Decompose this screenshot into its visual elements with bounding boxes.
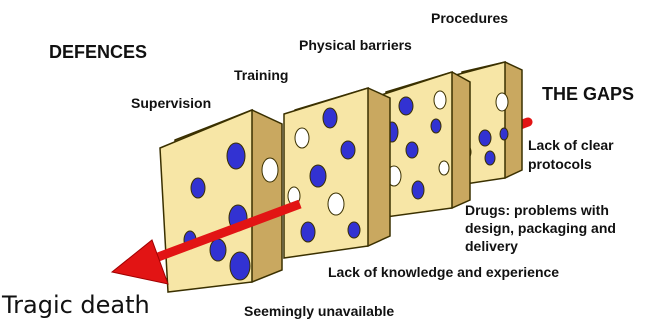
hole [323, 108, 337, 128]
hole [412, 181, 424, 199]
hole [341, 141, 355, 159]
hole [479, 130, 491, 146]
hole [431, 119, 441, 133]
label-drugs-line3: delivery [465, 238, 518, 255]
label-physical-barriers: Physical barriers [299, 37, 412, 54]
label-drugs-line1: Drugs: problems with [465, 202, 609, 219]
hole [227, 143, 245, 169]
label-lack-knowledge: Lack of knowledge and experience [328, 264, 559, 281]
tragic-death-label: Tragic death [2, 291, 150, 319]
hole [434, 91, 446, 109]
hole [348, 222, 360, 238]
hole [439, 161, 449, 175]
label-training: Training [234, 67, 288, 84]
cheese-slice-physical-barriers [378, 72, 470, 218]
hole [301, 222, 315, 242]
the-gaps-heading: THE GAPS [542, 84, 634, 104]
arrow-head [112, 240, 168, 284]
label-lack-protocols-line1: Lack of clear [528, 137, 614, 154]
hole [191, 178, 205, 198]
label-supervision: Supervision [131, 95, 211, 112]
hole [230, 252, 250, 280]
hole [406, 142, 418, 158]
cheese-slice-supervision [160, 110, 282, 292]
hole [485, 151, 495, 165]
label-procedures: Procedures [431, 10, 508, 27]
label-seemingly-unavailable: Seemingly unavailable [244, 303, 394, 320]
hole [310, 165, 326, 187]
hole [399, 97, 413, 115]
defences-heading: DEFENCES [49, 42, 147, 62]
hole [262, 158, 278, 182]
hole [295, 128, 309, 148]
label-lack-protocols-line2: protocols [528, 156, 592, 173]
cheese-slice-training [284, 88, 390, 258]
hole [328, 193, 344, 215]
hole [210, 239, 226, 261]
hole [500, 128, 508, 140]
hole [496, 93, 508, 111]
label-drugs-line2: design, packaging and [465, 220, 616, 237]
